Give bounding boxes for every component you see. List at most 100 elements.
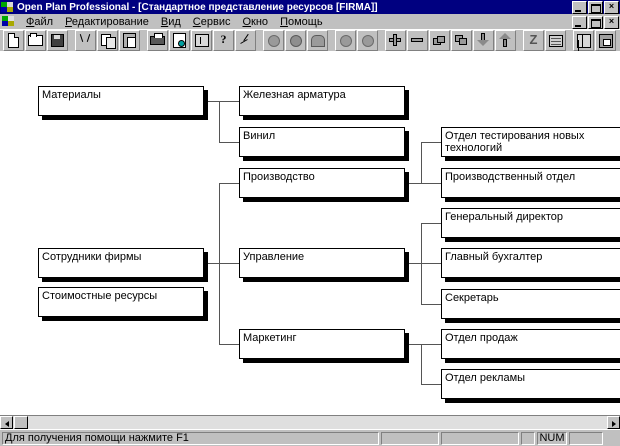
grid-button[interactable]: [545, 29, 566, 51]
open-folder-icon: [26, 31, 45, 50]
save-button[interactable]: [47, 29, 68, 51]
link-button[interactable]: [429, 29, 450, 51]
status-panel-6: [569, 431, 603, 445]
node-label: Секретарь: [445, 292, 499, 304]
toolbar-separator-6: [516, 31, 522, 50]
horizontal-scrollbar[interactable]: [0, 415, 620, 429]
node-label: Материалы: [42, 89, 101, 101]
circle-filled-icon: [336, 31, 355, 50]
node-test-department[interactable]: Отдел тестирования новых технологий: [441, 127, 620, 157]
menu-item-edit-rest: едактирование: [71, 15, 149, 28]
menu-item-view[interactable]: Вид: [160, 15, 181, 28]
copy-icon: [98, 31, 117, 50]
print-button[interactable]: [147, 29, 168, 51]
node-label: Железная арматура: [243, 89, 346, 101]
status-bar: Для получения помощи нажмите F1 NUM: [0, 429, 620, 446]
node-cost-resources[interactable]: Стоимостные ресурсы: [38, 287, 204, 317]
node-label: Отдел рекламы: [445, 372, 526, 384]
resource-button[interactable]: [263, 29, 284, 51]
menu-item-file-rest: айл: [34, 15, 54, 28]
network-button[interactable]: [235, 29, 256, 51]
cost-resource-button[interactable]: [307, 29, 328, 51]
zoom-z-icon: Z: [529, 31, 538, 47]
mdi-minimize-button[interactable]: [572, 16, 587, 29]
node-management[interactable]: Управление: [239, 248, 405, 278]
node-production-department[interactable]: Производственный отдел: [441, 168, 620, 198]
copy-button[interactable]: [97, 29, 118, 51]
node-sales-department[interactable]: Отдел продаж: [441, 329, 620, 359]
app-window-icon: [1, 1, 14, 13]
node-rebar[interactable]: Железная арматура: [239, 86, 405, 116]
level-button[interactable]: [451, 29, 472, 51]
sort-button[interactable]: [191, 29, 212, 51]
new-button[interactable]: [3, 29, 24, 51]
print-preview-button[interactable]: [169, 29, 190, 51]
close-icon: ×: [608, 1, 615, 11]
node-label: Управление: [243, 251, 305, 263]
grid-icon: [546, 31, 565, 50]
scissors-icon: [76, 31, 95, 50]
connector-to-gendir: [421, 223, 441, 224]
node-marketing[interactable]: Маркетинг: [239, 329, 405, 359]
remove-button[interactable]: [407, 29, 428, 51]
scroll-thumb[interactable]: [14, 416, 28, 429]
open-button[interactable]: [25, 29, 46, 51]
menu-item-service[interactable]: Сервис: [192, 15, 231, 28]
node-materials[interactable]: Материалы: [38, 86, 204, 116]
connector-to-addept: [421, 384, 441, 385]
person-resource-button[interactable]: [285, 29, 306, 51]
layout-button[interactable]: [573, 29, 594, 51]
document-icon[interactable]: [2, 15, 16, 28]
restore-button[interactable]: [595, 29, 616, 51]
menu-item-service-rest: ервис: [200, 15, 231, 28]
node-advertising-department[interactable]: Отдел рекламы: [441, 369, 620, 399]
node-staff[interactable]: Сотрудники фирмы: [38, 248, 204, 278]
menu-bar: Файл Редактирование Вид Сервис Окно Помо…: [0, 14, 620, 29]
menu-item-file[interactable]: Файл: [26, 15, 54, 28]
window-title: Open Plan Professional - [Стандартное пр…: [17, 1, 378, 13]
move-down-button[interactable]: [473, 29, 494, 51]
paste-button[interactable]: [119, 29, 140, 51]
mdi-close-button[interactable]: ×: [604, 16, 619, 29]
connector-to-management: [219, 263, 239, 264]
menu-item-edit[interactable]: Редактирование: [65, 15, 149, 28]
menu-item-window[interactable]: Окно: [242, 15, 269, 28]
status-panel-3: [441, 431, 519, 445]
help-button[interactable]: ?: [213, 29, 234, 51]
save-disk-icon: [48, 31, 67, 50]
connector-to-accountant: [421, 263, 441, 264]
move-up-button[interactable]: [495, 29, 516, 51]
zoom-button[interactable]: Z: [523, 29, 544, 51]
status-message: Для получения помощи нажмите F1: [2, 431, 379, 445]
node-general-director[interactable]: Генеральный директор: [441, 208, 620, 238]
resource-group-button[interactable]: [357, 29, 378, 51]
connector-production-trunk: [421, 142, 422, 183]
node-label: Главный бухгалтер: [445, 251, 543, 263]
scroll-left-button[interactable]: [0, 416, 13, 429]
link-icon: [430, 31, 449, 50]
node-production[interactable]: Производство: [239, 168, 405, 198]
scroll-right-button[interactable]: [607, 416, 620, 429]
node-chief-accountant[interactable]: Главный бухгалтер: [441, 248, 620, 278]
node-label: Отдел тестирования новых технологий: [445, 130, 585, 154]
minus-icon: [408, 31, 427, 50]
status-panel-2: [381, 431, 439, 445]
mdi-restore-button[interactable]: [588, 16, 603, 29]
node-label: Производство: [243, 171, 315, 183]
add-button[interactable]: [385, 29, 406, 51]
resource-breakdown-canvas[interactable]: Материалы Сотрудники фирмы Стоимостные р…: [0, 51, 620, 415]
node-label: Винил: [243, 130, 276, 142]
menu-item-view-rest: ид: [168, 15, 181, 28]
help-question-icon: ?: [220, 31, 227, 46]
maximize-button[interactable]: [588, 1, 603, 14]
close-button[interactable]: ×: [604, 1, 619, 14]
toolbar-separator-3: [256, 31, 262, 50]
toolbar-separator-4: [328, 31, 334, 50]
minimize-button[interactable]: [572, 1, 587, 14]
node-vinyl[interactable]: Винил: [239, 127, 405, 157]
resource-filter-button[interactable]: [335, 29, 356, 51]
node-secretary[interactable]: Секретарь: [441, 289, 620, 319]
connector-to-vinyl: [219, 142, 239, 143]
menu-item-help[interactable]: Помощь: [280, 15, 323, 28]
cut-button[interactable]: [75, 29, 96, 51]
